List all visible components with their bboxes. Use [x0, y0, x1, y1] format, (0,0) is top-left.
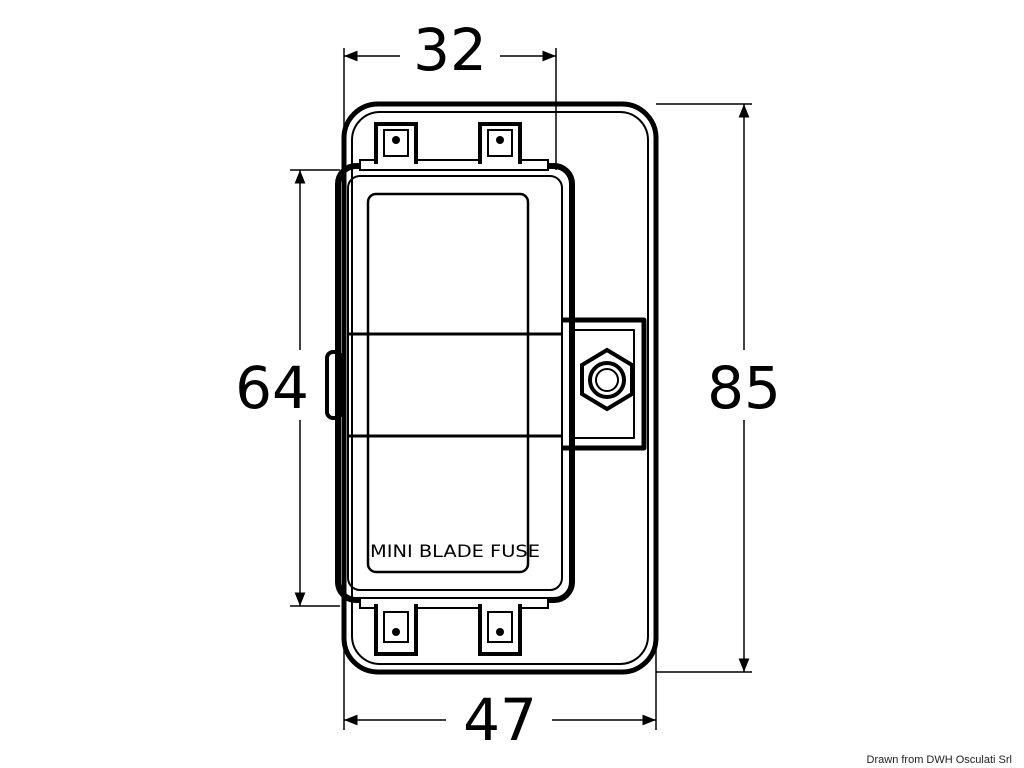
- fuse-cover-frame: [335, 163, 575, 603]
- stud-mount-block: [562, 317, 647, 451]
- fuse-label: MINI BLADE FUSE: [370, 542, 540, 562]
- dimension-label-top-width: 32: [413, 16, 487, 84]
- hex-nut-stud-icon: [580, 347, 634, 412]
- bottom-terminal-left: [374, 604, 418, 656]
- credit-text: Drawn from DWH Osculati Srl: [866, 754, 1012, 766]
- dimension-top-width: [343, 48, 557, 170]
- top-terminal-right: [478, 122, 522, 164]
- dimension-label-outer-height: 85: [707, 354, 781, 422]
- dimension-inner-height: [290, 169, 340, 607]
- bottom-terminal-right: [478, 604, 522, 656]
- bottom-terminal-base: [359, 597, 549, 609]
- top-terminal-left: [374, 122, 418, 164]
- side-latch: [325, 350, 343, 420]
- top-terminals: [359, 122, 549, 171]
- dimension-label-bottom-width: 47: [463, 686, 537, 754]
- fuse-cartridge: [366, 192, 530, 574]
- dimension-bottom-width: [343, 440, 657, 730]
- dimension-lines: [290, 48, 752, 730]
- bottom-terminals: [359, 597, 549, 656]
- dimension-outer-height: [656, 103, 752, 673]
- fuse-holder-body: [325, 101, 659, 675]
- fuse-cover-frame-inner: [347, 175, 563, 591]
- dimension-label-inner-height: 64: [235, 354, 309, 422]
- outer-housing: [341, 101, 659, 675]
- outer-housing-inner-edge: [351, 111, 649, 665]
- top-terminal-base: [359, 159, 549, 171]
